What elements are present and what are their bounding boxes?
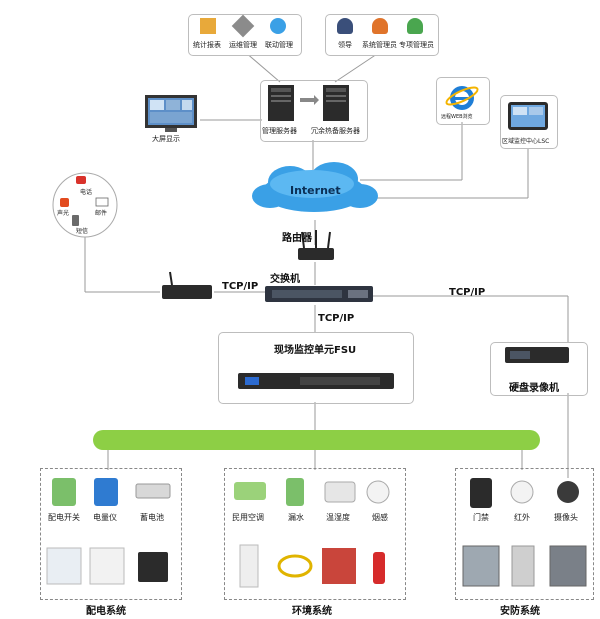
fire-extinguisher-photo-icon: [373, 552, 385, 584]
sms-phone-icon: [72, 215, 79, 226]
power-system-title: 配电系统: [86, 606, 126, 617]
env-item-1: 漏水: [288, 513, 304, 522]
heater-photo-icon: [322, 548, 356, 584]
server-box: [260, 80, 368, 142]
leak-sensor-icon: [286, 478, 304, 506]
breaker-switch-icon: [52, 478, 76, 506]
top-right-label-0: 领导: [338, 41, 352, 49]
notify-sound-label: 声光: [57, 210, 70, 217]
power-item-2: 蓄电池: [140, 513, 164, 522]
lsc-label: 区域监控中心LSC: [502, 138, 550, 145]
air-conditioner-photo-icon: [239, 544, 259, 588]
power-item-0: 配电开关: [48, 513, 80, 522]
ac-controller-icon: [234, 482, 266, 500]
power-system-group: [40, 468, 182, 600]
management-server-icon: [268, 85, 294, 121]
sec-item-2: 摄像头: [554, 513, 578, 522]
gears-icon: [270, 18, 286, 34]
security-system-group: [455, 468, 594, 600]
fsu-box: [218, 332, 414, 404]
admin-icon: [372, 18, 388, 34]
fsu-label: 现场监控单元FSU: [274, 345, 357, 356]
browser-e-icon: [445, 86, 479, 110]
web-box: [436, 77, 490, 125]
dvr-box: [490, 342, 588, 396]
field-bus: [93, 430, 540, 450]
dome-camera-icon: [557, 481, 579, 503]
notify-phone-label: 电话: [80, 189, 93, 196]
backup-server-icon: [323, 85, 349, 121]
lsc-tablet-icon: [508, 102, 548, 130]
switch-label: 交换机: [270, 274, 300, 285]
protocol-label-left: TCP/IP: [222, 281, 259, 292]
top-left-label-1: 运维管理: [229, 41, 257, 49]
switch-icon: [265, 286, 373, 302]
fsu-device-icon: [238, 373, 394, 389]
router-label: 路由器: [282, 233, 312, 244]
env-item-2: 温湿度: [326, 513, 350, 522]
top-left-label-2: 联动管理: [265, 41, 293, 49]
access-control-icon: [470, 478, 492, 508]
meter-photo-icon: [89, 547, 125, 585]
management-server-label: 管理服务器: [262, 127, 297, 135]
internet-label: Internet: [290, 184, 341, 197]
siren-icon: [60, 198, 69, 207]
internet-cloud-icon: [252, 162, 378, 212]
router-icon: [298, 230, 334, 260]
mail-icon: [95, 197, 109, 207]
environment-system-title: 环境系统: [292, 606, 332, 617]
smoke-detector-icon: [366, 480, 390, 504]
battery-photo-icon: [138, 552, 168, 582]
env-item-0: 民用空调: [232, 513, 264, 522]
big-screen-label: 大屏显示: [152, 135, 180, 143]
power-item-1: 电量仪: [93, 513, 117, 522]
dvr-label: 硬盘录像机: [509, 383, 559, 394]
notification-circle: [52, 172, 118, 238]
infrared-sensor-icon: [510, 480, 534, 504]
sec-item-0: 门禁: [473, 513, 489, 522]
breaker-photo-icon: [46, 547, 82, 585]
door-photo-icon: [462, 545, 500, 587]
backup-server-label: 冗余热备服务器: [311, 127, 360, 135]
notify-sms-label: 短信: [76, 228, 89, 235]
power-meter-icon: [94, 478, 118, 506]
top-left-label-0: 统计报表: [193, 41, 221, 49]
dvr-icon: [505, 347, 569, 363]
water-cable-photo-icon: [277, 554, 313, 578]
bar-chart-icon: [200, 18, 216, 34]
device-icons: [46, 478, 587, 588]
specialist-icon: [407, 18, 423, 34]
top-right-label-1: 系统管理员: [362, 41, 397, 49]
connection-lines: [84, 51, 569, 478]
security-system-title: 安防系统: [500, 606, 540, 617]
protocol-label-right: TCP/IP: [449, 287, 486, 298]
camera-photo-icon: [549, 545, 587, 587]
environment-system-group: [224, 468, 406, 600]
battery-monitor-icon: [135, 483, 171, 499]
notify-email-label: 邮件: [95, 210, 108, 217]
lsc-box: [500, 95, 558, 149]
big-screen-monitor-icon: [145, 95, 197, 132]
phone-icon: [76, 176, 86, 184]
top-right-label-2: 专项管理员: [399, 41, 434, 49]
sync-arrows-icon: [300, 95, 319, 105]
gateway-box-icon: [162, 271, 212, 299]
leader-icon: [337, 18, 353, 34]
sec-item-1: 红外: [514, 513, 530, 522]
web-browse-label: 远程WEB浏览: [441, 114, 473, 120]
infrared-beam-photo-icon: [511, 545, 535, 587]
env-item-3: 烟感: [372, 513, 388, 522]
humidity-sensor-icon: [324, 481, 356, 503]
protocol-label-center: TCP/IP: [318, 313, 355, 324]
